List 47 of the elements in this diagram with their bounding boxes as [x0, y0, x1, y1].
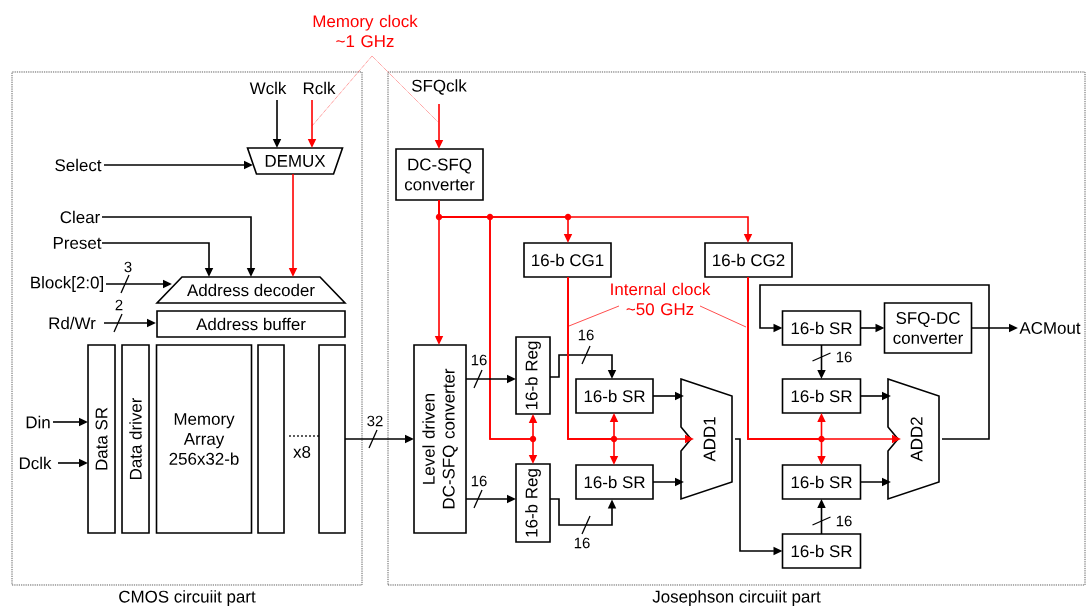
- block-box: Address buffer: [156, 310, 346, 338]
- block-box: 16-b SR: [781, 533, 862, 569]
- bus-width-label: 3: [122, 260, 134, 274]
- block-box: Memory Array 256x32-b: [155, 344, 253, 534]
- leader-line: [311, 55, 373, 127]
- block-box: [257, 344, 285, 534]
- signal-label: Rd/Wr: [49, 316, 96, 330]
- block-box: DC-SFQ converter: [395, 148, 484, 201]
- signal-label: ACMout: [1019, 322, 1081, 334]
- clock-annotation: Memory clock ~1 GHz: [313, 14, 418, 48]
- block-box: 16-b CG2: [704, 242, 793, 278]
- clock-annotation: Internal clock ~50 GHz: [611, 282, 711, 316]
- block-box: 16-b SR: [781, 464, 862, 500]
- signal-label: Block[2:0]: [31, 276, 103, 292]
- bus-width-label: 32: [365, 414, 385, 428]
- signal-label: Wclk: [249, 81, 287, 95]
- block-box: [318, 344, 346, 534]
- block-box: 16-b Reg: [515, 336, 551, 415]
- block-box: Data driver: [121, 344, 150, 534]
- bus-width-label: 2: [113, 298, 125, 312]
- block-box: Data SR: [87, 344, 116, 534]
- trapezoid-block: DEMUX: [246, 147, 344, 175]
- bus-width-label: 16: [576, 328, 596, 342]
- signal-label: Rclk: [303, 81, 336, 95]
- bus-width-label: 16: [469, 353, 489, 367]
- block-box: 16-b SR: [575, 378, 654, 414]
- bus-width-label: 16: [572, 536, 592, 550]
- block-box: 16-b SR: [781, 378, 862, 414]
- repeat-label: x8: [293, 446, 311, 458]
- signal-label: Dclk: [19, 456, 52, 470]
- block-box: 16-b SR: [575, 464, 654, 500]
- signal-label: Clear: [60, 210, 100, 224]
- leader-line: [568, 305, 620, 327]
- block-box: 16-b CG1: [523, 242, 612, 278]
- signal-label: Preset: [53, 237, 102, 249]
- bus-width-label: 16: [834, 350, 854, 364]
- bus-width-label: 16: [834, 514, 854, 528]
- signal-label: SFQclk: [412, 79, 467, 95]
- leader-line: [699, 305, 747, 328]
- block-box: 16-b SR: [781, 310, 862, 346]
- arrow: [759, 284, 990, 440]
- signal-label: Select: [55, 158, 102, 172]
- bus-width-label: 16: [469, 474, 489, 488]
- block-box: Level driven DC-SFQ converter: [413, 344, 467, 534]
- signal-label: Din: [26, 415, 50, 429]
- block-box: 16-b Reg: [515, 463, 551, 543]
- block-box: SFQ-DC converter: [883, 302, 973, 354]
